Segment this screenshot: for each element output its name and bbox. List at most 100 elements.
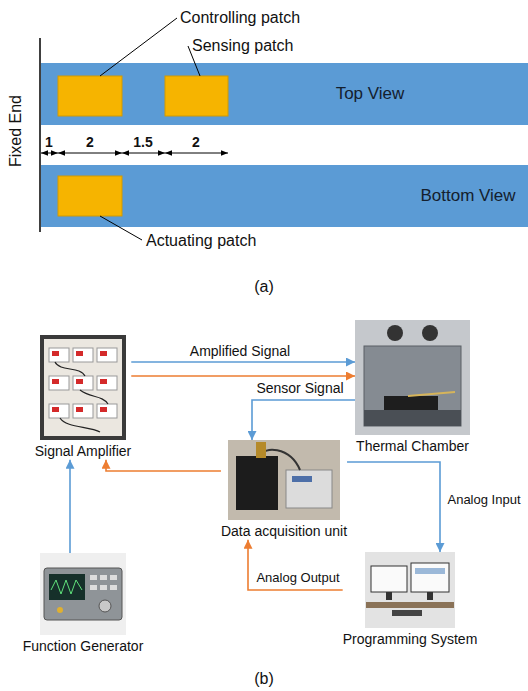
monitor xyxy=(411,563,449,592)
signal-arrow xyxy=(131,375,355,377)
amp-led xyxy=(100,407,107,412)
amp-led xyxy=(100,351,107,356)
amp-led xyxy=(52,351,59,356)
amp-module xyxy=(73,404,93,418)
amp-led xyxy=(76,351,83,356)
beam-bottom xyxy=(41,165,528,227)
signal-arrow xyxy=(131,361,355,363)
equipment-photo: Data acquisition unit xyxy=(221,440,347,540)
dimension-line xyxy=(122,153,165,154)
photo-area xyxy=(365,552,455,628)
dimension-line xyxy=(41,153,58,154)
amp-led xyxy=(76,379,83,384)
amp-led xyxy=(76,407,83,412)
monitor-stand xyxy=(427,592,433,600)
specimen-beam xyxy=(408,392,455,396)
chamber-interior xyxy=(364,346,461,426)
dimension-value: 1 xyxy=(45,134,53,151)
dimension-value: 1.5 xyxy=(133,134,152,151)
signal-arrow xyxy=(252,400,355,440)
amp-module xyxy=(49,376,69,390)
equipment-label: Signal Amplifier xyxy=(35,443,132,460)
photo-area xyxy=(355,320,470,435)
equipment-photo: Signal Amplifier xyxy=(35,335,132,460)
photo-panel xyxy=(44,339,122,436)
chamber-floor xyxy=(364,410,461,426)
beam-top xyxy=(41,63,528,125)
controlling-patch xyxy=(58,76,122,116)
connector-group xyxy=(70,362,440,590)
generator-button xyxy=(110,585,117,590)
generator-button xyxy=(100,575,107,580)
daq-module xyxy=(286,470,332,508)
amp-led xyxy=(52,379,59,384)
monitor-stand xyxy=(386,592,392,600)
photo-area xyxy=(40,553,126,635)
generator-body xyxy=(44,568,122,620)
chamber-body xyxy=(355,320,470,435)
amp-module xyxy=(97,376,117,390)
signal-arrow xyxy=(347,462,440,552)
signal-arrow xyxy=(69,460,71,553)
amp-module xyxy=(97,348,117,362)
chamber-fan xyxy=(387,325,403,341)
generator-button xyxy=(110,575,117,580)
subfigure-label: (a) xyxy=(254,277,274,296)
generator-knob xyxy=(99,600,111,612)
amp-module xyxy=(73,376,93,390)
amplifier-photo xyxy=(40,335,126,440)
signal-arrow xyxy=(106,460,221,471)
amp-led xyxy=(52,407,59,412)
signal-label: Sensor Signal xyxy=(254,380,345,397)
dimension-line xyxy=(165,153,228,154)
amp-module xyxy=(49,348,69,362)
cantilever-fixture xyxy=(384,396,438,410)
photo-background xyxy=(40,553,126,635)
equipment-label: Thermal Chamber xyxy=(356,438,469,455)
dimension-value: 2 xyxy=(192,134,200,151)
signal-label: Analog Output xyxy=(254,570,341,586)
fixed-end-label: Fixed End xyxy=(6,95,25,167)
equipment-photo: Thermal Chamber xyxy=(355,320,470,455)
beam-view: Bottom View xyxy=(41,165,528,227)
generator-screen xyxy=(49,574,85,600)
amp-module xyxy=(49,404,69,418)
signal-label: Analog Input xyxy=(445,492,522,508)
amp-wires xyxy=(55,362,108,432)
equipment-label: Data acquisition unit xyxy=(221,523,347,540)
chamber-fan xyxy=(422,325,438,341)
photo-area xyxy=(40,335,126,440)
generator-button xyxy=(90,585,97,590)
fixed-end-line xyxy=(39,38,41,232)
photo-background xyxy=(365,552,455,628)
equipment-photo: Programming System xyxy=(343,552,478,648)
amp-module xyxy=(73,348,93,362)
view-label: Top View xyxy=(336,84,405,104)
amp-module xyxy=(97,404,117,418)
beam-view: Top View xyxy=(41,63,528,125)
leader-line xyxy=(100,216,142,240)
programming-system-photo xyxy=(365,552,455,628)
callout-label: Sensing patch xyxy=(192,36,293,55)
monitor-window xyxy=(415,568,445,574)
equipment-label: Programming System xyxy=(343,631,478,648)
sensing-patch xyxy=(165,76,228,116)
photo-frame xyxy=(40,335,126,440)
actuating-patch xyxy=(58,176,122,216)
photo-area xyxy=(228,440,340,520)
generator-button xyxy=(100,585,107,590)
leader-line xyxy=(100,18,177,76)
equipment-photo: Function Generator xyxy=(23,553,144,655)
equipment-label: Function Generator xyxy=(23,638,144,655)
daq-connector xyxy=(256,442,266,458)
keyboard xyxy=(392,610,422,616)
daq-photo xyxy=(228,440,340,520)
daq-background xyxy=(228,440,340,520)
function-generator-photo xyxy=(40,553,126,635)
generator-waveform xyxy=(51,580,82,594)
daq-terminal xyxy=(292,476,312,482)
generator-output xyxy=(57,607,63,613)
generator-button xyxy=(90,575,97,580)
subfigure-label: (b) xyxy=(254,669,274,688)
